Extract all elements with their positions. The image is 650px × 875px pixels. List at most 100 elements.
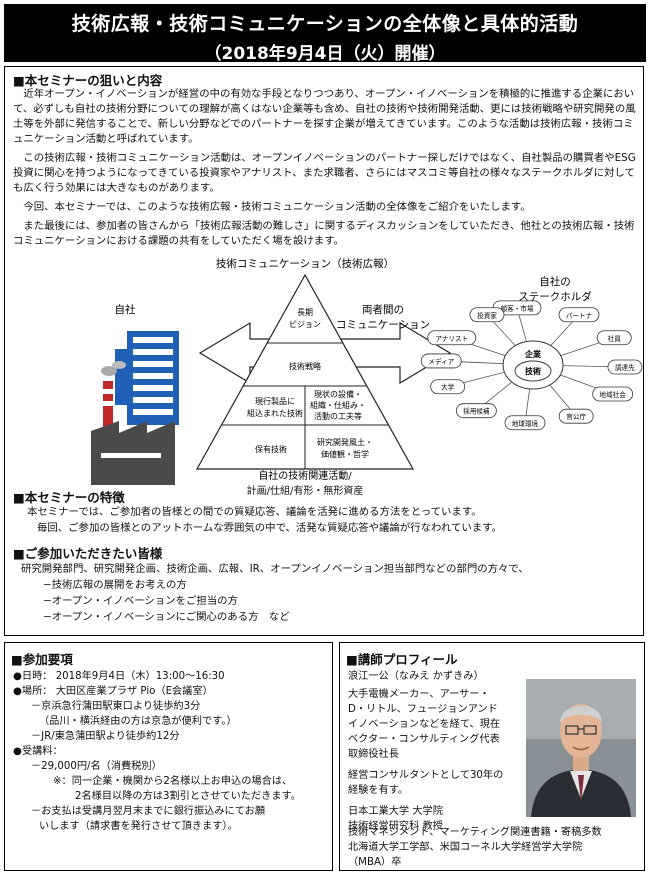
req-line: －29,000円/名（消費税別） xyxy=(31,761,162,772)
stakeholder-node xyxy=(455,403,497,419)
req-line: －京浜急行蒲田駅東口より徒歩約3分 xyxy=(31,701,201,712)
stakeholder-label: 調達先 xyxy=(615,363,635,372)
mutual-comm-line1: 両者間の xyxy=(362,304,404,316)
pyramid-left1-a: 現行製品に xyxy=(255,396,295,406)
stakeholder-title-line1: 自社の xyxy=(539,275,571,288)
profile-line: 北海道大学工学部、米国コーネル大学経営学大学院 xyxy=(348,842,583,853)
stakeholder-node xyxy=(427,330,477,346)
hub-inner xyxy=(514,360,552,382)
profile-line: 大手電機メーカー、アーサー・ xyxy=(348,689,490,700)
aim-heading: ■本セミナーの狙いと内容 xyxy=(13,73,163,88)
target-heading: ■ご参加いただきたい皆様 xyxy=(13,546,163,561)
req-line: －JR/東急蒲田駅より徒歩約12分 xyxy=(31,731,180,742)
target-intro: 研究開発部門、研究開発企画、技術企画、広報、IR、オープンイノベーション担当部門… xyxy=(21,563,529,575)
pyramid-right1-b: 組織・仕組み・ xyxy=(310,400,366,410)
event-date: （2018年9月4日（火）開催） xyxy=(204,44,446,64)
hub-inner-label: 技術 xyxy=(525,366,541,376)
stakeholder-node xyxy=(607,359,643,375)
features-body: 本セミナーでは、ご参加者の皆様との間での質疑応答、議論を活発に進める方法をとって… xyxy=(27,504,502,536)
page-header: 技術広報・技術コミュニケーションの全体像と具体的活動 （2018年9月4日（火）… xyxy=(4,4,646,64)
profile-line: 経験を有す。 xyxy=(348,785,409,796)
profile-line: 取締役社長 xyxy=(348,749,399,760)
stakeholder-label: 採用候補 xyxy=(463,407,490,416)
stakeholder-node xyxy=(430,379,466,395)
req-line: 2名様目以降の方は3割引とさせていただきます。 xyxy=(75,791,301,802)
own-company-label: 自社 xyxy=(115,303,136,316)
req-line: ●日時： 2018年9月4日（木）13:00～16:30 xyxy=(13,671,225,682)
aim-paragraph: 今回、本セミナーでは、このような技術広報・技術コミュニケーション活動の全体像をご… xyxy=(23,201,531,213)
stakeholder-label: アナリスト xyxy=(435,335,468,343)
profile-line: D・リトル、フュージョンアンド xyxy=(348,704,498,715)
aim-body: 近年オープン・イノベーションが経営の中の有効な手段となりつつあり、オープン・イノ… xyxy=(13,87,637,253)
requirements-section: ■参加要項 ●日時： 2018年9月4日（木）13:00～16:30 ●場所： … xyxy=(4,642,333,871)
stakeholder-node xyxy=(558,408,594,424)
aim-paragraph: また最後には、参加者の皆さんから「技術広報活動の難しさ」に関するディスカッション… xyxy=(13,220,635,247)
tech-communication-diagram: 技術コミュニケーション（技術広報） 長期 ビジョン 技術戦略 現行製品に 組込ま… xyxy=(91,257,643,485)
pyramid-right2-b: 価値観・哲学 xyxy=(321,449,369,459)
profile-line: 経営コンサルタントとして30年の xyxy=(348,770,504,781)
profile-line: 技術マネジメント、マーケティング関連書籍・寄稿多数 xyxy=(348,827,602,838)
features-heading: ■本セミナーの特徴 xyxy=(13,490,125,505)
target-body: 研究開発部門、研究開発企画、技術企画、広報、IR、オープンイノベーション担当部門… xyxy=(21,561,529,625)
stakeholder-label: 顧客・市場 xyxy=(501,304,534,313)
mutual-comm-line2: コミュニケーション xyxy=(336,319,430,331)
requirements-heading: ■参加要項 xyxy=(11,652,73,667)
stakeholder-node xyxy=(596,330,632,346)
requirements-body: ●日時： 2018年9月4日（木）13:00～16:30 ●場所： 大田区産業プ… xyxy=(13,669,329,834)
aim-paragraph: 近年オープン・イノベーションが経営の中の有効な手段となりつつあり、オープン・イノ… xyxy=(13,88,636,145)
profile-line: （MBA）卒 xyxy=(348,857,402,868)
stakeholder-label: メディア xyxy=(428,357,454,366)
office-building-icon xyxy=(115,331,179,425)
features-line: 本セミナーでは、ご参加者の皆様との間での質疑応答、議論を活発に進める方法をとって… xyxy=(27,506,482,518)
target-item: −技術広報の展開をお考えの方 xyxy=(43,579,187,591)
profile-line: 日本工業大学 大学院 xyxy=(348,806,443,817)
stakeholder-label: 地球環境 xyxy=(512,419,539,428)
stakeholder-node xyxy=(592,386,634,402)
stakeholder-node xyxy=(558,307,600,323)
profile-heading: ■講師プロフィール xyxy=(346,652,458,667)
stakeholder-label: 社員 xyxy=(608,334,622,343)
profile-career: 大手電機メーカー、アーサー・ D・リトル、フュージョンアンド イノベーションなど… xyxy=(348,687,523,834)
req-line: （品川・横浜経由の方は京急が便利です。） xyxy=(39,716,237,727)
page-title: 技術広報・技術コミュニケーションの全体像と具体的活動 xyxy=(71,13,579,35)
pyramid-right2-a: 研究開発風土・ xyxy=(317,437,373,447)
stakeholder-label: 投資家 xyxy=(477,311,497,320)
hub-outer-label: 企業 xyxy=(524,349,542,359)
pyramid-right1-a: 現状の設備・ xyxy=(314,389,362,399)
req-line: ●受講料： xyxy=(13,746,63,757)
stakeholder-node xyxy=(420,353,462,369)
pyramid-left1-b: 組込まれた技術 xyxy=(247,408,303,418)
factory-icon xyxy=(91,361,175,485)
stakeholder-label: 官公庁 xyxy=(566,412,586,421)
pyramid-top-line2: ビジョン xyxy=(289,320,321,329)
speaker-photo xyxy=(526,679,636,817)
profile-extra: 技術マネジメント、マーケティング関連書籍・寄稿多数 北海道大学工学部、米国コーネ… xyxy=(348,825,644,870)
stakeholder-title-line2: ステークホルダ xyxy=(518,290,592,303)
aim-paragraph: この技術広報・技術コミュニケーション活動は、オープンイノベーションのパートナー探… xyxy=(13,152,636,194)
req-line: ●場所： 大田区産業プラザ Pio（E会議室） xyxy=(13,686,213,697)
diagram-top-label: 技術コミュニケーション（技術広報） xyxy=(216,257,394,270)
stakeholder-node xyxy=(469,307,505,323)
profile-name: 浪江一公（なみえ かずきみ） xyxy=(348,671,484,682)
req-line: いします（請求書を発行させて頂きます）。 xyxy=(39,821,238,832)
req-line: －お支払は受講月翌月末までに銀行振込みにてお願 xyxy=(31,806,266,817)
stakeholder-node xyxy=(504,415,546,431)
main-section: ■本セミナーの狙いと内容 近年オープン・イノベーションが経営の中の有効な手段とな… xyxy=(4,66,644,636)
pyramid-mid: 技術戦略 xyxy=(289,361,321,371)
stakeholder-label: パートナ xyxy=(566,312,593,320)
features-line: 毎回、ご参加の皆様とのアットホームな雰囲気の中で、活発な質疑応答や議論が行なわれ… xyxy=(37,522,502,534)
req-line: ※：同一企業・機関から2名様以上お申込の場合は、 xyxy=(53,776,293,787)
target-item: −オープン・イノベーションにご関心のある方 など xyxy=(43,611,290,623)
target-item: −オープン・イノベーションをご担当の方 xyxy=(43,595,238,607)
profile-line: ベクター・コンサルティング代表 xyxy=(348,734,500,745)
profile-line: 技術経営研究科 教授 xyxy=(348,821,443,832)
profile-section: ■講師プロフィール 浪江一公（なみえ かずきみ） 大手電機メーカー、アーサー・ … xyxy=(339,642,645,871)
stakeholder-label: 大学 xyxy=(441,383,455,392)
stakeholder-label: 地域社会 xyxy=(599,390,626,399)
profile-line: イノベーションなどを経て、現在 xyxy=(348,719,501,730)
bottom-label-line1: 自社の技術関連活動/ xyxy=(258,469,352,482)
pyramid-left2: 保有技術 xyxy=(255,444,287,454)
pyramid-top-line1: 長期 xyxy=(297,308,313,317)
bottom-label-line2: 計画/仕組/有形・無形資産 xyxy=(246,486,364,497)
